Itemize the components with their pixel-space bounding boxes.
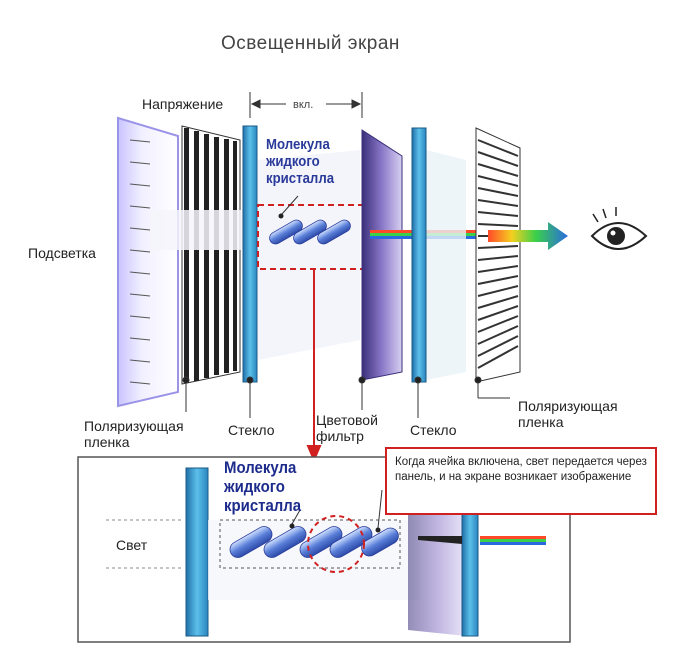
label-molecule-zoom: Молекула жидкого кристалла [224, 458, 302, 515]
glass-left [242, 125, 258, 383]
polarizer-right [475, 127, 521, 383]
page-title: Освещенный экран [221, 33, 400, 54]
label-molecule: Молекула жидкого кристалла [266, 136, 335, 187]
backlight-panel [117, 116, 179, 408]
label-glass-right: Стекло [410, 422, 457, 438]
note-callout: Когда ячейка включена, свет передается ч… [385, 447, 657, 515]
voltage-dimension [249, 92, 363, 118]
label-glass-left: Стекло [228, 422, 275, 438]
leader-lines [182, 376, 510, 418]
spectrum-arrow [488, 222, 568, 250]
label-backlight: Подсветка [28, 245, 96, 261]
label-on: вкл. [293, 99, 314, 111]
label-light: Свет [116, 537, 148, 553]
liquid-crystal-region [257, 150, 371, 360]
label-polarizer-right: Поляризующая пленка [518, 398, 618, 430]
light-beam [150, 210, 250, 250]
color-filter [361, 129, 403, 381]
glass-right [411, 127, 466, 383]
label-polarizer-left: Поляризующая пленка [84, 418, 184, 450]
label-color-filter: Цветовой фильтр [316, 412, 378, 444]
eye-icon [590, 207, 648, 250]
zoom-arrow [306, 270, 322, 463]
polarizer-left [181, 125, 241, 385]
label-voltage: Напряжение [142, 96, 224, 112]
